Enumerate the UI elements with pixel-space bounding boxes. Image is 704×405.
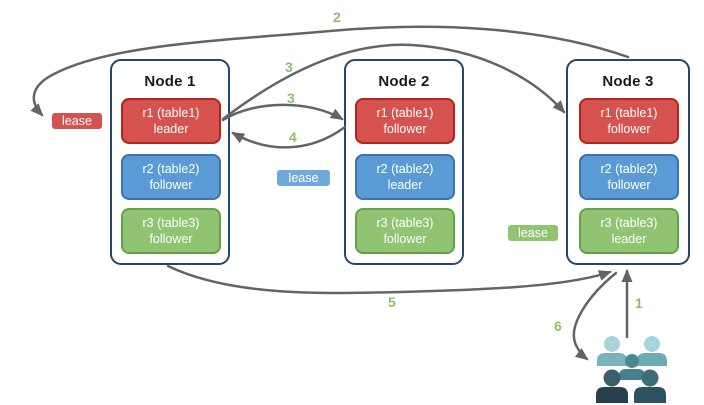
replica-role: leader	[611, 232, 647, 246]
step-label-5: 5	[388, 294, 396, 310]
node1-replica-r3: r3 (table3) follower	[121, 208, 221, 254]
replica-role: follower	[149, 232, 193, 246]
replica-role: follower	[607, 178, 651, 192]
replica-role: follower	[149, 178, 193, 192]
arrow-step-5	[166, 264, 612, 295]
person-body	[634, 387, 666, 403]
node-3-title: Node 3	[602, 73, 654, 90]
node2-replica-r3: r3 (table3) follower	[355, 208, 455, 254]
person-head	[604, 336, 620, 352]
replica-role: follower	[383, 232, 427, 246]
node-2-box: Node 2 r1 (table1) follower r2 (table2) …	[344, 59, 464, 265]
replica-label: r3 (table3)	[600, 215, 658, 230]
step-label-1: 1	[635, 295, 643, 311]
person-head	[644, 336, 660, 352]
step-label-6: 6	[554, 318, 562, 334]
lease-badge-green: lease	[506, 223, 560, 243]
person-head	[603, 369, 621, 387]
node3-replica-r2: r2 (table2) follower	[579, 154, 679, 200]
users-icon	[596, 336, 667, 403]
node1-replica-r2: r2 (table2) follower	[121, 154, 221, 200]
replica-label: r2 (table2)	[142, 161, 200, 176]
replica-label: r1 (table1)	[376, 105, 434, 120]
person-body	[619, 369, 645, 380]
replica-role: leader	[387, 178, 423, 192]
step-label-3b: 3	[287, 90, 295, 106]
node-1-title: Node 1	[144, 73, 196, 90]
lease-badge-blue: lease	[275, 168, 332, 188]
replica-role: follower	[383, 122, 427, 136]
node-1-box: Node 1 r1 (table1) leader r2 (table2) fo…	[110, 59, 230, 265]
node3-replica-r1: r1 (table1) follower	[579, 98, 679, 144]
replica-label: r1 (table1)	[600, 105, 658, 120]
replica-label: r2 (table2)	[376, 161, 434, 176]
replica-label: r3 (table3)	[376, 215, 434, 230]
replica-role: follower	[607, 122, 651, 136]
person-body	[597, 353, 627, 366]
node-3-box: Node 3 r1 (table1) follower r2 (table2) …	[566, 59, 690, 265]
replica-role: leader	[153, 122, 189, 136]
step-label-3a: 3	[285, 59, 293, 75]
replica-label: r2 (table2)	[600, 161, 658, 176]
person-head	[641, 369, 659, 387]
node2-replica-r1: r1 (table1) follower	[355, 98, 455, 144]
replica-label: r1 (table1)	[142, 105, 200, 120]
step-label-4: 4	[289, 129, 297, 145]
node1-replica-r1: r1 (table1) leader	[121, 98, 221, 144]
step-label-2: 2	[333, 9, 341, 25]
lease-badge-red: lease	[50, 111, 104, 131]
person-body	[596, 387, 628, 403]
person-head	[625, 354, 639, 368]
person-body	[637, 353, 667, 366]
node2-replica-r2: r2 (table2) leader	[355, 154, 455, 200]
node3-replica-r3: r3 (table3) leader	[579, 208, 679, 254]
arrow-step-3-to-node2	[221, 103, 344, 122]
replica-label: r3 (table3)	[142, 215, 200, 230]
node-2-title: Node 2	[378, 73, 430, 90]
